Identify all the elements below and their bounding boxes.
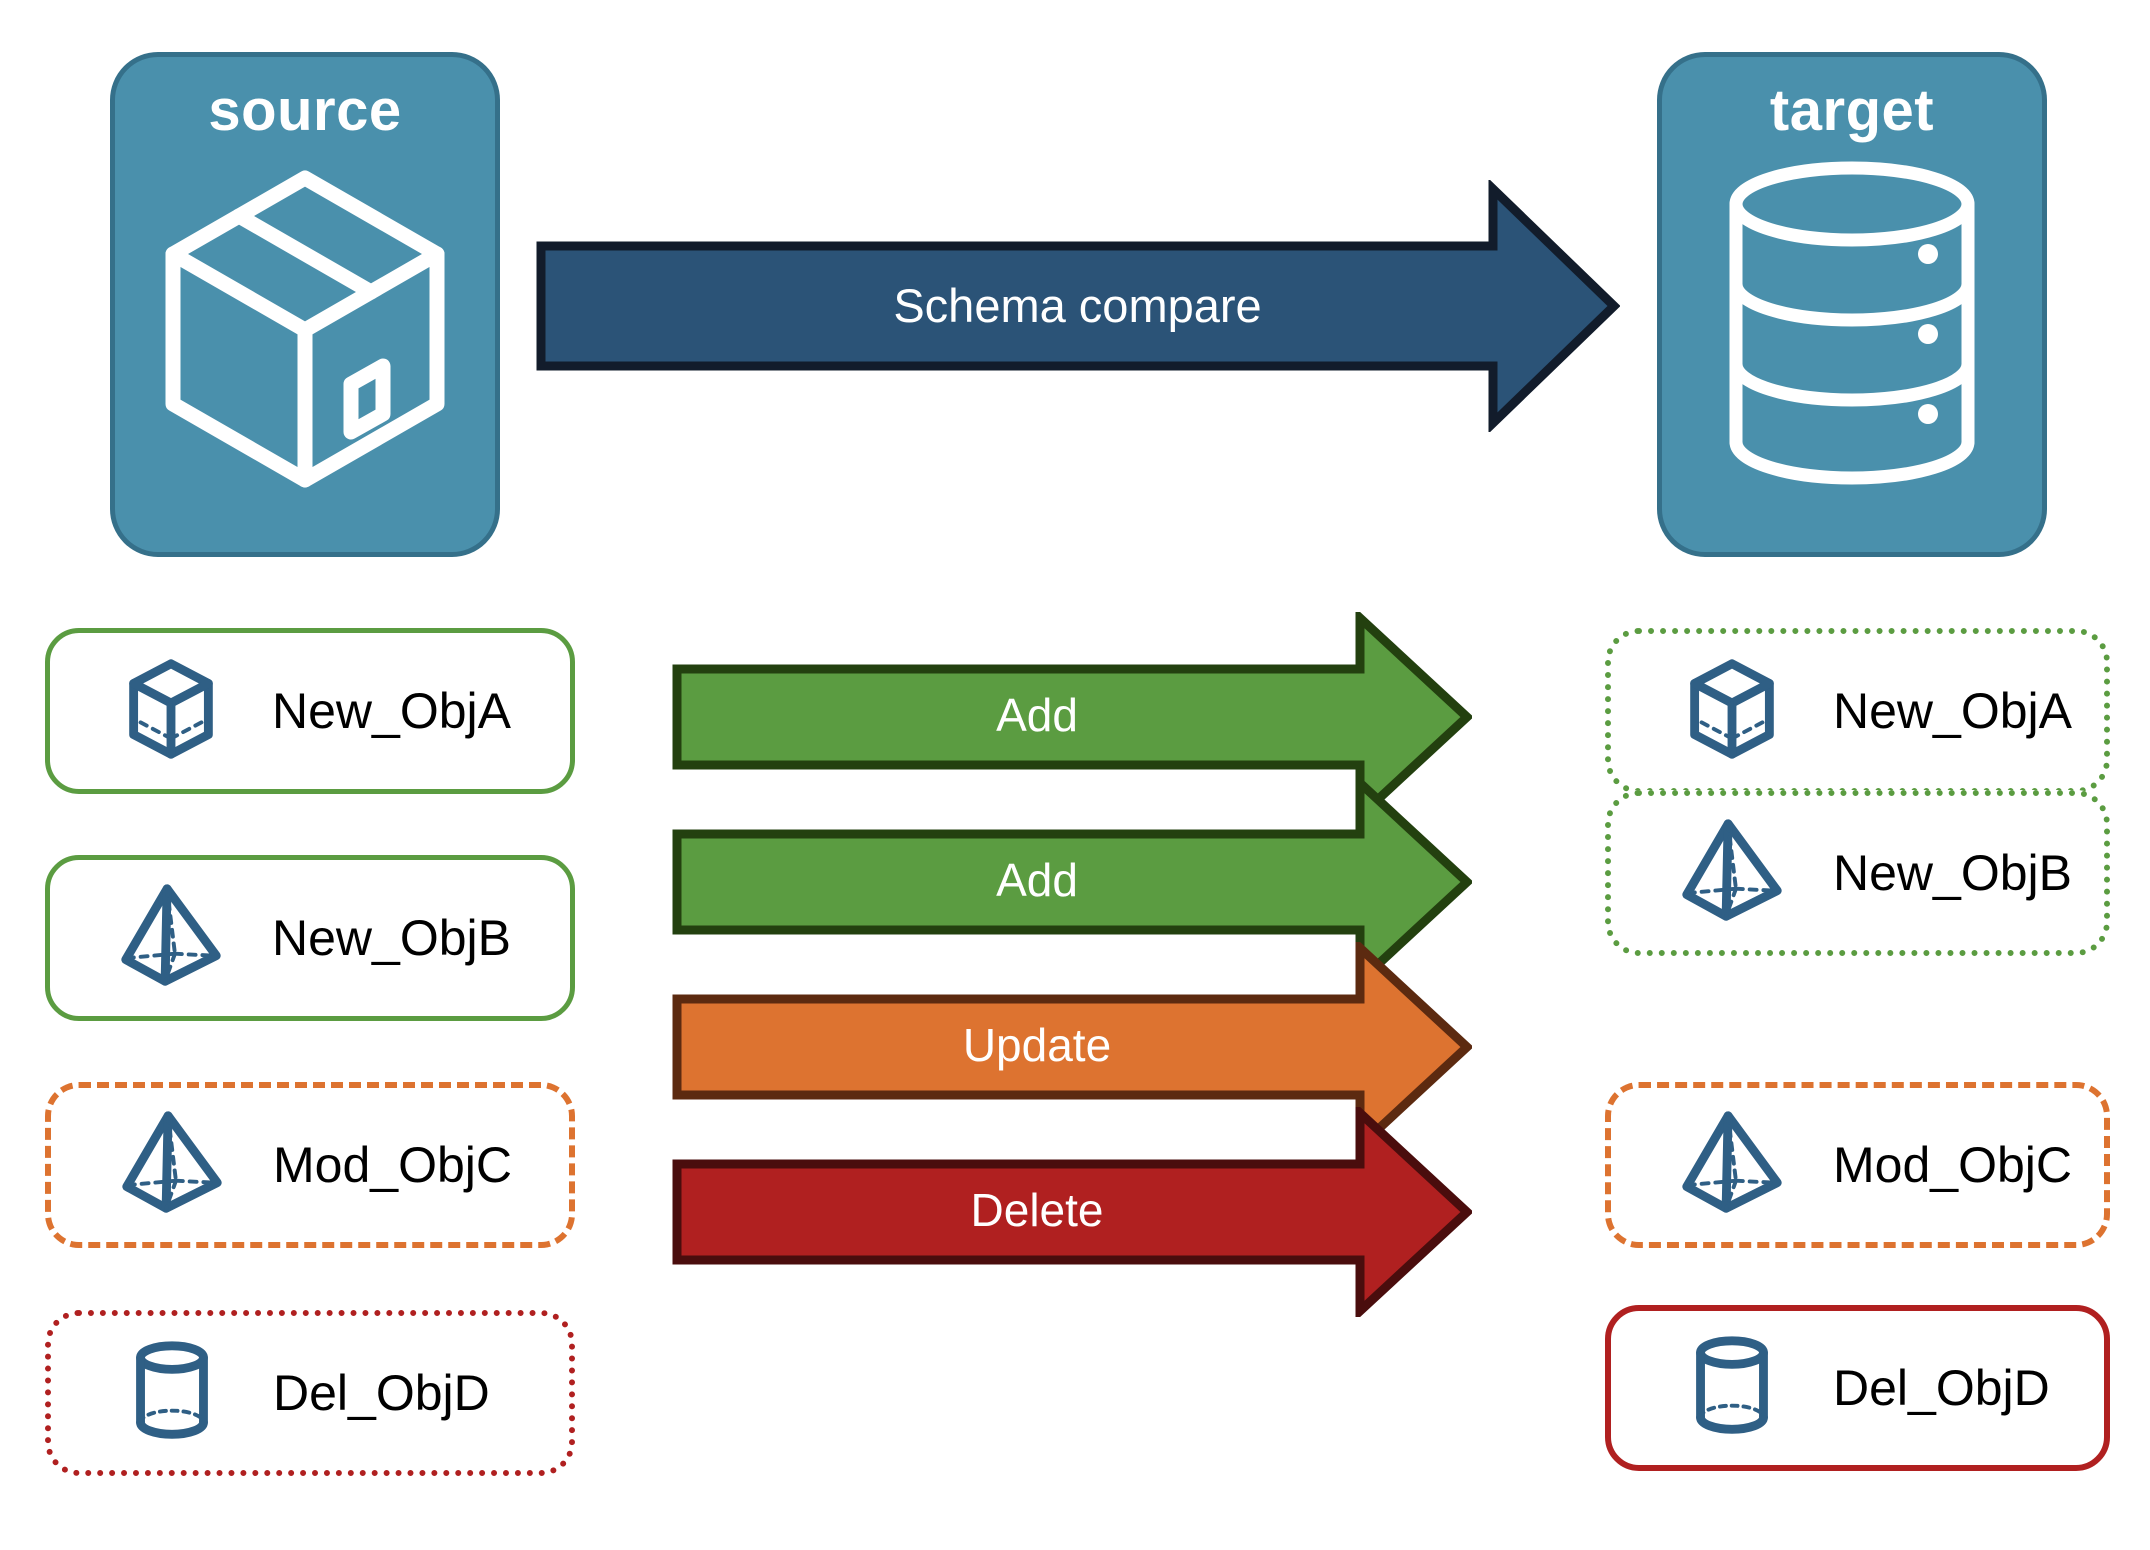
- target-object-card-3[interactable]: Del_ObjD: [1605, 1305, 2110, 1471]
- target-object-label-0: New_ObjA: [1833, 683, 2072, 739]
- wireframe-cylinder-icon: [1673, 1327, 1791, 1450]
- source-title: source: [208, 78, 402, 143]
- target-object-card-0[interactable]: New_ObjA: [1605, 628, 2110, 794]
- action-arrow-add-1[interactable]: [672, 772, 1474, 992]
- source-object-card-0[interactable]: New_ObjA: [45, 628, 575, 794]
- source-object-card-1[interactable]: New_ObjB: [45, 855, 575, 1021]
- wireframe-cube-icon: [112, 650, 230, 773]
- action-arrow-add-0[interactable]: [672, 607, 1474, 827]
- target-title: target: [1769, 78, 1935, 143]
- database-cylinder-icon: [1702, 156, 2002, 521]
- wireframe-cube-icon: [1673, 650, 1791, 773]
- source-object-card-3[interactable]: Del_ObjD: [45, 1310, 575, 1476]
- source-object-label-0: New_ObjA: [272, 683, 511, 739]
- target-object-label-3: Del_ObjD: [1833, 1360, 2050, 1416]
- wireframe-pyramid-icon: [112, 877, 230, 1000]
- source-object-label-1: New_ObjB: [272, 910, 511, 966]
- target-object-label-1: New_ObjB: [1833, 845, 2072, 901]
- schema-compare-arrow[interactable]: [535, 178, 1621, 434]
- wireframe-pyramid-icon: [113, 1104, 231, 1227]
- source-object-card-2[interactable]: Mod_ObjC: [45, 1082, 575, 1248]
- source-object-label-3: Del_ObjD: [273, 1365, 490, 1421]
- target-endpoint-card[interactable]: target: [1657, 52, 2047, 557]
- action-arrow-update-2[interactable]: [672, 937, 1474, 1157]
- source-object-label-2: Mod_ObjC: [273, 1137, 512, 1193]
- wireframe-pyramid-icon: [1673, 1104, 1791, 1227]
- target-object-card-1[interactable]: New_ObjB: [1605, 790, 2110, 956]
- source-endpoint-card[interactable]: source: [110, 52, 500, 557]
- wireframe-pyramid-icon: [1673, 812, 1791, 935]
- action-arrow-delete-3[interactable]: [672, 1102, 1474, 1322]
- target-object-label-2: Mod_ObjC: [1833, 1137, 2072, 1193]
- package-box-icon: [155, 156, 455, 521]
- target-object-card-2[interactable]: Mod_ObjC: [1605, 1082, 2110, 1248]
- wireframe-cylinder-icon: [113, 1332, 231, 1455]
